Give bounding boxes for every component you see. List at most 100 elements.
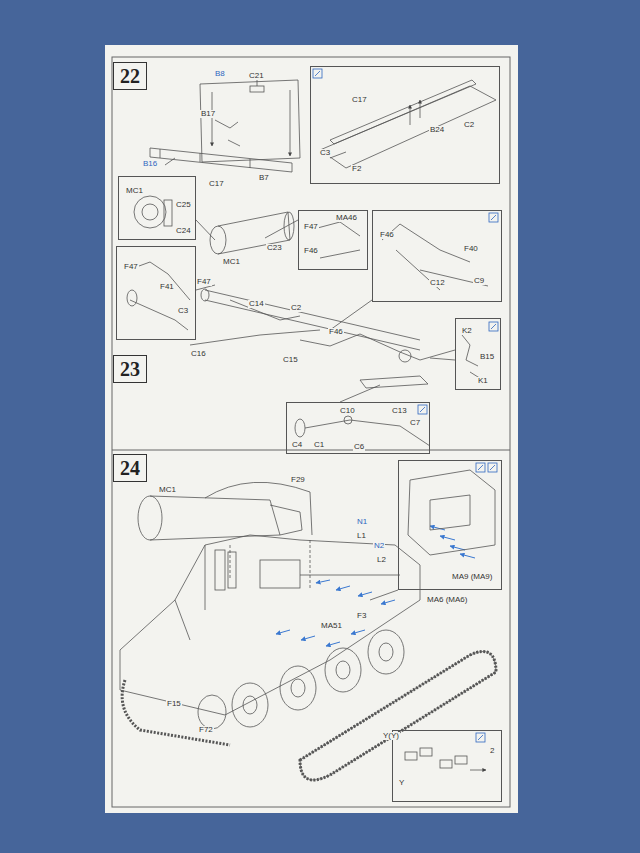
step-23-art-part (134, 196, 166, 228)
step-23-art-part (300, 334, 420, 360)
step-23-art-part (130, 300, 188, 330)
part-number: F46 (379, 231, 395, 239)
step-22-art-part (165, 158, 175, 165)
step-24-art-part (198, 695, 226, 729)
part-number: C21 (248, 72, 265, 80)
tool-icon (313, 69, 498, 742)
part-number: F46 (328, 328, 344, 336)
part-number: C25 (175, 201, 192, 209)
step-22-art-part (320, 86, 496, 168)
part-number: C7 (409, 419, 421, 427)
part-number: N2 (373, 542, 385, 550)
inset-art-part (408, 470, 495, 555)
part-number: C16 (190, 350, 207, 358)
part-number: K2 (461, 327, 473, 335)
part-number: F29 (290, 476, 306, 484)
step-22-art-part (212, 92, 213, 146)
callout-panel: K2B15K1 (455, 318, 501, 390)
tool-icon-part (313, 69, 322, 78)
step-24-art-part (300, 575, 400, 576)
step-23-art-part (164, 200, 172, 226)
step-24-art-part (300, 651, 496, 780)
step-24-art-part (336, 661, 350, 679)
step-22-art-part (420, 100, 421, 118)
part-number: F15 (166, 700, 182, 708)
part-number: F40 (463, 245, 479, 253)
step-24-art-part (120, 535, 420, 715)
tool-icon-part (478, 465, 483, 470)
step-24-art-part (175, 600, 190, 640)
part-number: MA9 (MA9) (451, 573, 493, 581)
blue-arrows-part (450, 546, 465, 550)
part-number: C2 (290, 304, 302, 312)
part-number: C13 (391, 407, 408, 415)
step-23-art-part (382, 224, 488, 290)
part-number: C3 (177, 307, 189, 315)
part-number: Y(Y) (382, 732, 400, 740)
part-number: B7 (258, 174, 270, 182)
step-22-art-part (150, 148, 292, 172)
part-number: MA46 (335, 214, 358, 222)
step-24-art-part (325, 648, 361, 692)
part-number: F47 (303, 223, 319, 231)
blue-arrows-part (336, 586, 350, 590)
step-number: 24 (120, 458, 140, 478)
part-number: MA6 (MA6) (426, 596, 468, 604)
inset-art-part (440, 760, 452, 768)
step-22-art-part (250, 86, 264, 92)
step-24-art-part (122, 680, 230, 745)
inset-art-part (370, 590, 398, 600)
step-24-art-part (300, 651, 496, 780)
inset-art-part (405, 752, 417, 760)
step-23-art-part (218, 212, 290, 254)
part-number: B17 (200, 110, 216, 118)
part-number: F72 (198, 726, 214, 734)
part-number: B15 (479, 353, 495, 361)
step-24-art-part (228, 552, 236, 588)
step-22-art-part (200, 80, 300, 162)
step-23-art-part (201, 289, 209, 301)
part-number: C6 (353, 443, 365, 451)
tool-icon-part (476, 463, 485, 472)
step-23-art-part (265, 220, 455, 402)
step-24-art-part (215, 550, 225, 590)
paper-sheet-part (105, 45, 518, 813)
step-24-art-part (230, 540, 310, 590)
paper-sheet-part (112, 57, 510, 807)
part-number: C9 (473, 277, 485, 285)
step-24-art-part (270, 505, 302, 535)
step-22-art-part (200, 153, 201, 162)
step-24-art (120, 482, 496, 780)
part-number: MA51 (320, 622, 343, 630)
part-number: MC1 (125, 187, 144, 195)
part-number: L2 (376, 556, 387, 564)
part-number: 2 (489, 747, 495, 755)
step-23-art-part (127, 290, 137, 306)
tool-icon-part (418, 405, 427, 414)
part-number: C24 (175, 227, 192, 235)
step-24-art-part (260, 560, 300, 588)
step-number-box: 22 (113, 62, 147, 90)
step-number-box: 23 (113, 355, 147, 383)
step-number-box: 24 (113, 454, 147, 482)
step-22-art-part (250, 159, 251, 168)
step-24-art-part (368, 630, 404, 674)
step-23-art-part (360, 376, 428, 388)
step-22-art-part (330, 152, 346, 158)
tool-icon-part (488, 463, 497, 472)
callout-panel: MC1C25C24 (118, 176, 196, 240)
blue-arrows-part (460, 554, 475, 558)
step-22-art-part (257, 80, 258, 86)
callout-panel: MA9 (MA9) (398, 460, 502, 590)
blue-arrows-part (381, 600, 395, 604)
part-number: N1 (356, 518, 368, 526)
part-number: F3 (356, 612, 367, 620)
part-number: K1 (477, 377, 489, 385)
callout-panel: F47F41C3 (116, 246, 196, 340)
tool-icon-part (476, 733, 485, 742)
step-23-art-part (210, 226, 226, 254)
blue-arrows-part (358, 592, 372, 596)
part-number: C14 (248, 300, 265, 308)
part-number: L1 (356, 532, 367, 540)
step-number: 22 (120, 66, 140, 86)
